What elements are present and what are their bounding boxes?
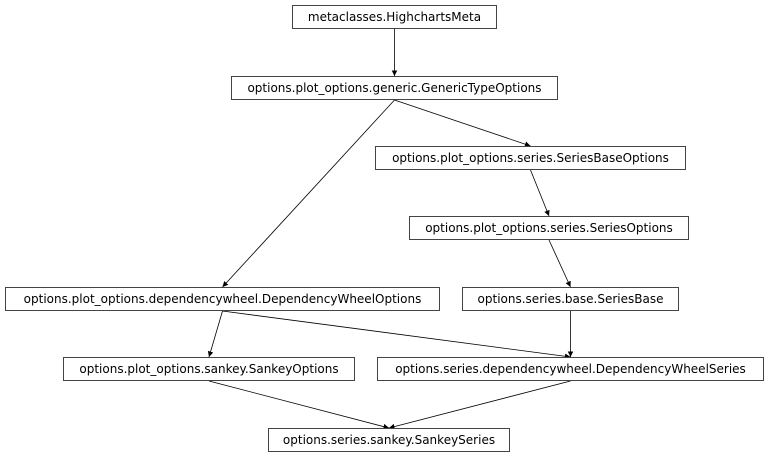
node-generic-type-options[interactable]: options.plot_options.generic.GenericType… [231, 76, 558, 100]
node-dependency-wheel-series[interactable]: options.series.dependencywheel.Dependenc… [377, 357, 764, 381]
node-sankey-options[interactable]: options.plot_options.sankey.SankeyOption… [63, 357, 355, 381]
edge-series_base_options-to-series_options [530, 169, 550, 217]
node-series-base[interactable]: options.series.base.SeriesBase [462, 287, 679, 311]
edge-sankey_options-to-sankey_series [208, 380, 390, 430]
node-series-options[interactable]: options.plot_options.series.SeriesOption… [409, 216, 689, 240]
edge-dependencywheel_options-to-sankey_options [207, 310, 223, 358]
node-sankey-series[interactable]: options.series.sankey.SankeySeries [268, 428, 510, 452]
node-series-base-options[interactable]: options.plot_options.series.SeriesBaseOp… [375, 146, 686, 170]
edge-dependencywheel_options-to-dependencywheel_series [222, 310, 571, 360]
node-dependency-wheel-options[interactable]: options.plot_options.dependencywheel.Dep… [5, 287, 440, 311]
edge-series_options-to-series_base [548, 239, 571, 288]
edge-dependencywheel_series-to-sankey_series [388, 380, 571, 430]
edge-layer [207, 29, 574, 430]
edge-generic-to-series_base_options [394, 99, 531, 147]
node-metaclasses-highchartsmeta[interactable]: metaclasses.HighchartsMeta [292, 5, 497, 29]
edge-generic-to-dependencywheel_options [222, 99, 395, 288]
